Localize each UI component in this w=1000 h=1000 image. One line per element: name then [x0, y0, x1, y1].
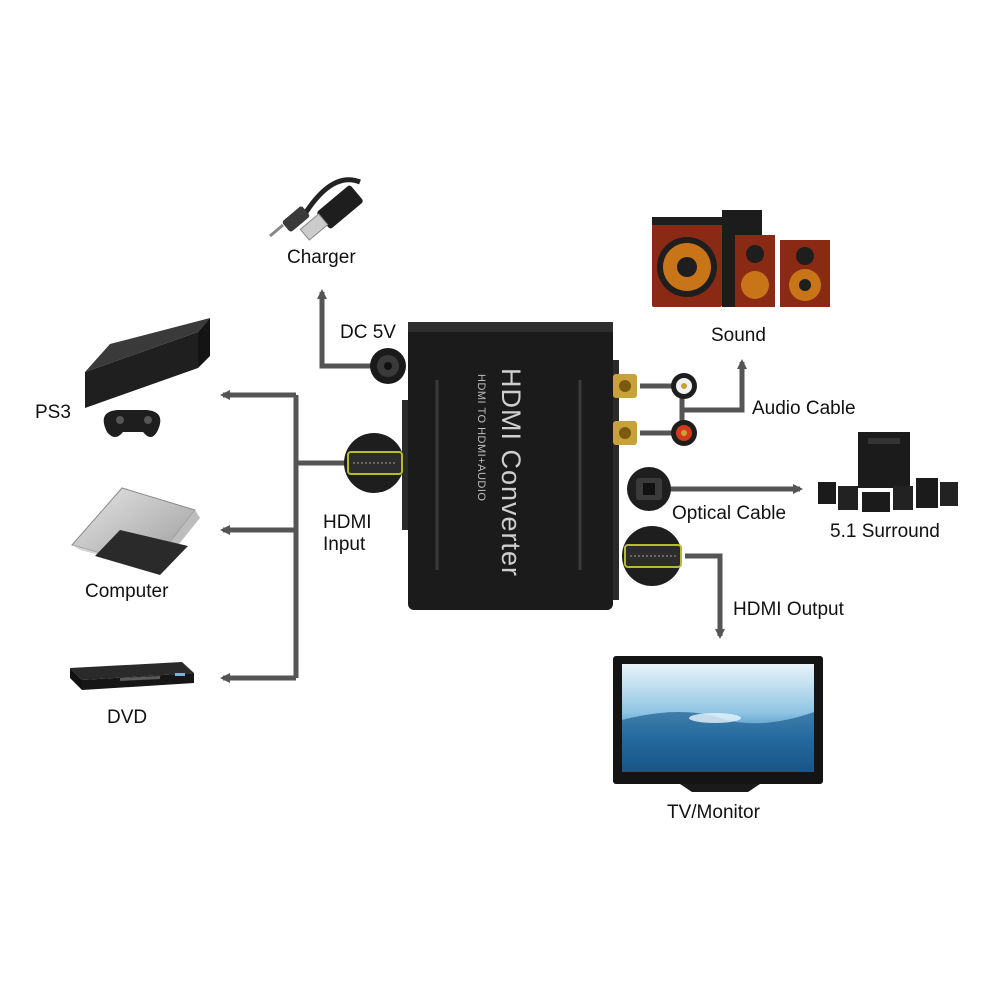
sound-label: Sound	[711, 325, 766, 346]
tv-monitor-label: TV/Monitor	[667, 802, 760, 823]
converter-device: HDMI Converter HDMI TO HDMI+AUDIO	[402, 322, 619, 610]
sound-speakers-icon	[652, 210, 830, 307]
dc5v-label: DC 5V	[340, 322, 396, 343]
dvd-label: DVD	[107, 707, 148, 728]
hdmi-input-plug-icon	[344, 433, 404, 493]
hdmi-output-plug-icon	[622, 526, 682, 586]
charger-label: Charger	[287, 247, 356, 268]
hdmi-output-label: HDMI Output	[733, 599, 844, 620]
surround-system-icon	[818, 432, 958, 512]
rca-jacks-icon	[613, 374, 637, 445]
ps3-console-icon	[85, 318, 210, 437]
computer-label: Computer	[85, 581, 169, 602]
laptop-computer-icon	[71, 487, 200, 575]
surround-label: 5.1 Surround	[830, 521, 940, 542]
arrow-to-charger	[317, 289, 376, 369]
charger-cable-icon	[269, 177, 363, 241]
arrow-to-sound	[682, 359, 747, 413]
hdmi-input-label-line1: HDMI	[323, 512, 372, 533]
ps3-label: PS3	[35, 402, 71, 423]
connection-lines	[220, 289, 803, 683]
arrow-to-tv	[685, 553, 725, 639]
device-title: HDMI Converter	[496, 368, 526, 577]
rca-plug-red-icon	[671, 420, 697, 446]
optical-cable-label: Optical Cable	[672, 503, 787, 524]
hdmi-input-label-line2: Input	[323, 534, 366, 555]
dvd-player-icon	[70, 662, 194, 690]
device-body	[408, 322, 613, 610]
dc-port-icon	[370, 348, 406, 384]
rca-plug-white-icon	[671, 373, 697, 399]
tv-monitor-icon	[613, 656, 823, 792]
optical-plug-icon	[627, 467, 671, 511]
audio-cable-label: Audio Cable	[752, 398, 856, 419]
device-subtitle: HDMI TO HDMI+AUDIO	[475, 374, 487, 501]
